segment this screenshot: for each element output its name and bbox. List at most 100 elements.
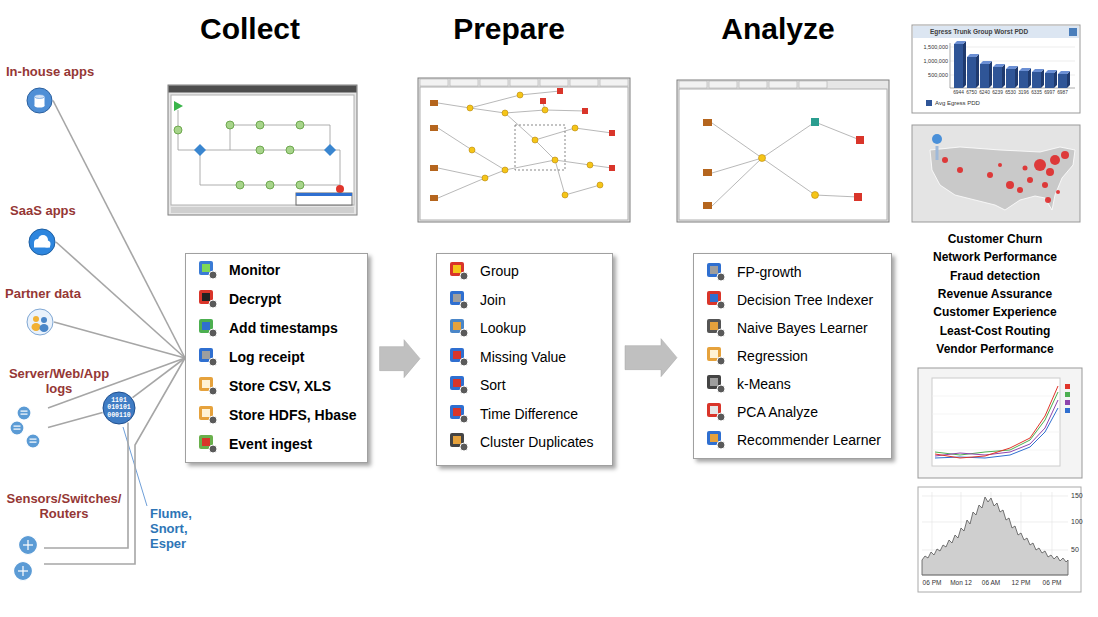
workflow-screenshot-part — [703, 119, 712, 209]
map-panel-part — [912, 125, 1080, 222]
workflow-screenshot-part — [677, 80, 889, 222]
line-chart-part — [1065, 408, 1070, 413]
step-icon-part — [460, 329, 468, 337]
step-icon-part — [202, 409, 210, 417]
bar-chart-part-part — [1058, 71, 1070, 74]
axis-tick: 06 PM — [923, 579, 942, 586]
bar-chart-part-part — [967, 57, 976, 88]
step-icon-part — [202, 351, 210, 359]
connector-line — [53, 101, 185, 359]
step-name: Add timestamps — [229, 320, 338, 336]
workflow-screenshot-part-part — [535, 140, 600, 195]
axis-tick: 1,500,000 — [924, 44, 948, 50]
bar-chart-part-part — [967, 54, 979, 57]
source-icon-part — [27, 88, 52, 113]
list-item: PCA Analyze — [706, 398, 881, 426]
workflow-screenshot-part — [515, 125, 565, 170]
step-icon-part — [710, 322, 718, 330]
step-icon — [449, 432, 469, 452]
workflow-screenshot-part-part — [587, 162, 593, 168]
step-icon-part — [710, 434, 718, 442]
bar-chart-part-part — [1045, 70, 1057, 73]
workflow-screenshot-part — [854, 193, 862, 201]
line-chart-part — [1065, 392, 1070, 397]
axis-tick: 50 — [1071, 546, 1079, 554]
workflow-screenshot-part-part — [200, 125, 330, 150]
source-icon-part — [34, 243, 50, 248]
workflow-screenshot-part-part — [540, 98, 546, 104]
workflow-screenshot-part — [169, 86, 357, 93]
workflow-screenshot-part-part — [679, 81, 707, 88]
bar-chart-part-part — [1041, 69, 1044, 88]
list-item: Event ingest — [198, 429, 357, 458]
workflow-screenshot-part-part — [438, 168, 505, 178]
axis-tick: 150 — [1071, 492, 1083, 500]
connector-line — [54, 322, 185, 358]
connector-line — [48, 413, 103, 428]
workflow-screenshot-part — [812, 192, 819, 199]
line-chart-part-part — [935, 400, 1058, 456]
map-panel-part-part — [987, 172, 993, 178]
source-icon-part — [41, 317, 47, 323]
step-icon-part — [460, 415, 468, 423]
workflow-screenshot-part — [178, 110, 340, 185]
step-name: Group — [480, 263, 519, 279]
workflow-screenshot-part-part — [467, 105, 473, 111]
step-icon — [706, 318, 726, 338]
workflow-screenshot-part-part — [517, 92, 523, 98]
list-item: Cluster Duplicates — [449, 428, 602, 457]
axis-tick: 6240 — [979, 90, 990, 96]
step-icon — [449, 318, 469, 338]
bar-chart-part-part — [1054, 70, 1057, 88]
workflow-screenshot-part-part — [712, 158, 762, 206]
workflow-screenshot-part — [467, 92, 603, 198]
axis-tick: 12 PM — [1012, 579, 1031, 586]
list-item: Regression — [706, 342, 881, 370]
legend-swatch — [926, 100, 932, 106]
axis-tick: 100 — [1071, 518, 1083, 526]
bar-chart-part — [954, 41, 1070, 74]
step-icon — [198, 289, 218, 309]
step-name: Decrypt — [229, 291, 281, 307]
workflow-screenshot-part-part — [430, 100, 438, 106]
workflow-screenshot-part — [194, 144, 206, 156]
workflow-screenshot-part-part — [469, 147, 475, 153]
use-case: Fraud detection — [950, 270, 1040, 284]
step-icon — [449, 347, 469, 367]
bar-chart-part-part — [1045, 73, 1054, 88]
step-icon-part — [710, 406, 718, 414]
list-item: Lookup — [449, 314, 602, 343]
log-source-icons-part — [21, 414, 28, 415]
step-icon-part — [209, 416, 217, 424]
step-icon-part — [460, 358, 468, 366]
workflow-screenshot-part-part — [330, 150, 340, 185]
source-icon-part — [32, 323, 41, 331]
workflow-screenshot-part-part — [296, 181, 304, 189]
step-icon — [198, 405, 218, 425]
axis-tick: 6239 — [992, 90, 1003, 96]
step-icon-part — [209, 445, 217, 453]
step-name: Naive Bayes Learner — [737, 320, 868, 336]
source-label: Partner data — [5, 287, 81, 302]
sensor-icons-part — [27, 540, 28, 550]
axis-tick: 06 PM — [1043, 579, 1062, 586]
step-icon — [706, 290, 726, 310]
list-item: Recommender Learner — [706, 426, 881, 454]
axis-tick: 1,000,000 — [924, 58, 948, 64]
step-icon-part — [710, 294, 718, 302]
map-panel-part-part — [1017, 187, 1023, 193]
data-circle-part — [103, 392, 135, 424]
list-item: Group — [449, 257, 602, 286]
step-icon-part — [453, 408, 461, 416]
workflow-screenshot-part-part — [256, 146, 264, 154]
map-panel-part — [930, 147, 1075, 210]
workflow-screenshot-part — [420, 79, 628, 86]
source-label: SaaS apps — [10, 204, 76, 219]
source-label: Server/Web/App logs — [6, 367, 112, 397]
area-chart-part — [922, 497, 1068, 575]
workflow-screenshot-part-part — [505, 113, 612, 140]
source-icon-part — [40, 324, 49, 332]
list-item: Monitor — [198, 255, 357, 284]
line-chart-part — [932, 378, 1060, 466]
